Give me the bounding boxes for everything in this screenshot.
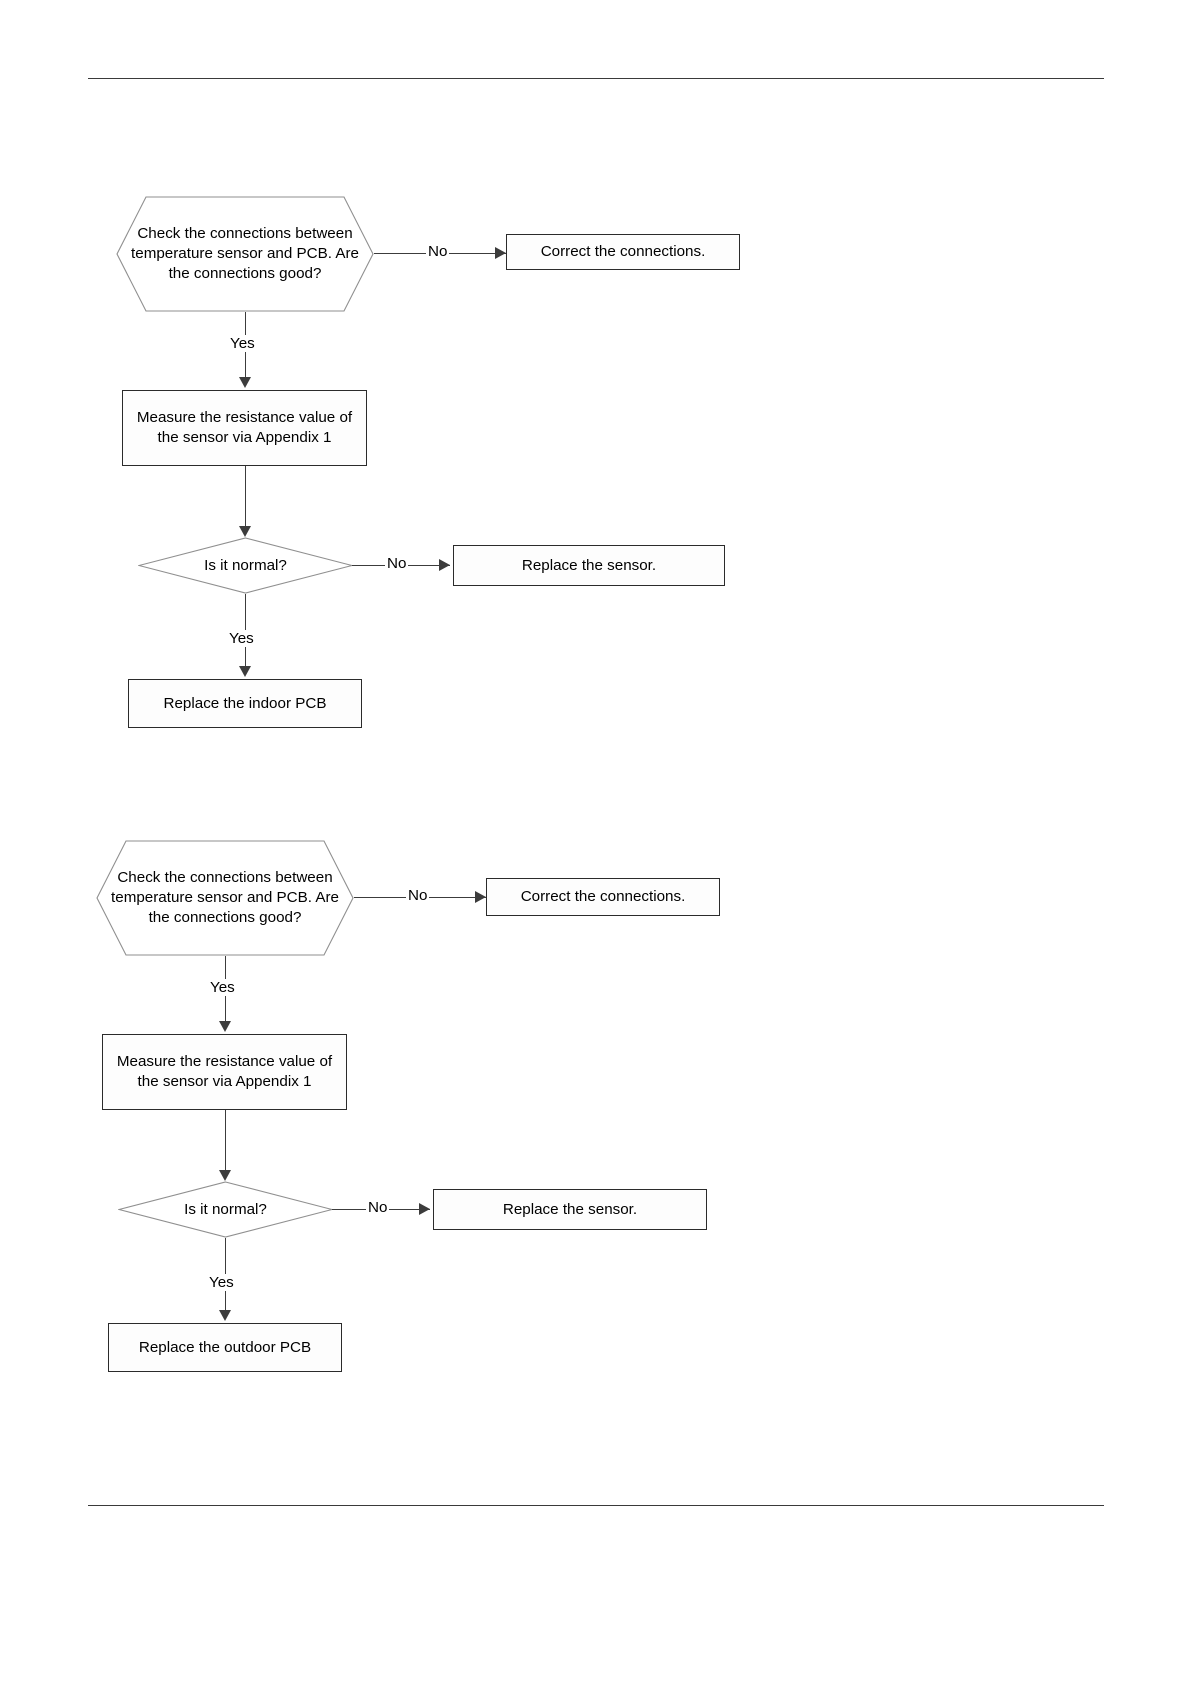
action-replace-indoor-pcb[interactable]: Replace the indoor PCB: [128, 679, 362, 728]
action-replace-sensor-outdoor-label: Replace the sensor.: [502, 1200, 638, 1218]
action-replace-sensor-outdoor[interactable]: Replace the sensor.: [433, 1189, 707, 1230]
action-correct-connections-indoor-label: Correct the connections.: [540, 243, 706, 261]
decision-check-connections-indoor[interactable]: Check the connections between temperatur…: [116, 196, 374, 312]
action-replace-outdoor-pcb[interactable]: Replace the outdoor PCB: [108, 1323, 342, 1372]
decision-check-connections-outdoor[interactable]: Check the connections between temperatur…: [96, 840, 354, 956]
decision-is-it-normal-indoor[interactable]: Is it normal?: [138, 537, 353, 594]
header-rule: [88, 78, 1104, 79]
decision-check-connections-indoor-label: Check the connections between temperatur…: [131, 225, 359, 282]
action-correct-connections-indoor[interactable]: Correct the connections.: [506, 234, 740, 270]
edge-normal-yes-arrow-outdoor: [218, 1310, 231, 1321]
diamond-shape: [138, 537, 353, 594]
edge-connections-yes-arrow-indoor: [238, 377, 251, 388]
edge-label-normal-no-indoor: No: [385, 555, 409, 572]
edge-label-connections-no-indoor: No: [426, 243, 450, 260]
edge-normal-yes-arrow-indoor: [238, 666, 251, 677]
edge-label-normal-yes-indoor: Yes: [227, 630, 256, 647]
edge-label-normal-no-outdoor: No: [366, 1199, 390, 1216]
edge-label-connections-yes-outdoor: Yes: [208, 979, 237, 996]
decision-is-it-normal-outdoor-label: Is it normal?: [184, 1200, 267, 1218]
edge-normal-no-arrow-indoor: [439, 558, 450, 571]
edge-connections-no-arrow-outdoor: [475, 890, 486, 903]
edge-label-normal-yes-outdoor: Yes: [207, 1274, 236, 1291]
action-replace-outdoor-pcb-label: Replace the outdoor PCB: [138, 1338, 312, 1356]
action-correct-connections-outdoor-label: Correct the connections.: [520, 888, 686, 906]
action-replace-indoor-pcb-label: Replace the indoor PCB: [163, 694, 327, 712]
footer-rule: [88, 1505, 1104, 1506]
hexagon-shape: [116, 196, 374, 312]
edge-measure-to-normal-arrow-indoor: [238, 526, 251, 537]
edge-connections-yes-arrow-outdoor: [218, 1021, 231, 1032]
decision-is-it-normal-indoor-label: Is it normal?: [204, 556, 287, 574]
edge-connections-no-arrow-indoor: [495, 246, 506, 259]
decision-check-connections-outdoor-label: Check the connections between temperatur…: [111, 869, 339, 926]
decision-is-it-normal-outdoor[interactable]: Is it normal?: [118, 1181, 333, 1238]
action-replace-sensor-indoor[interactable]: Replace the sensor.: [453, 545, 725, 586]
diamond-shape: [118, 1181, 333, 1238]
edge-measure-to-normal-line-outdoor: [225, 1110, 226, 1171]
process-measure-resistance-outdoor[interactable]: Measure the resistance value of the sens…: [102, 1034, 347, 1110]
action-correct-connections-outdoor[interactable]: Correct the connections.: [486, 878, 720, 916]
process-measure-resistance-indoor[interactable]: Measure the resistance value of the sens…: [122, 390, 367, 466]
edge-label-connections-yes-indoor: Yes: [228, 335, 257, 352]
hexagon-shape: [96, 840, 354, 956]
edge-normal-no-arrow-outdoor: [419, 1202, 430, 1215]
edge-measure-to-normal-arrow-outdoor: [218, 1170, 231, 1181]
edge-label-connections-no-outdoor: No: [406, 887, 430, 904]
process-measure-resistance-outdoor-label: Measure the resistance value of the sens…: [116, 1053, 333, 1090]
edge-measure-to-normal-line-indoor: [245, 466, 246, 527]
action-replace-sensor-indoor-label: Replace the sensor.: [521, 556, 657, 574]
process-measure-resistance-indoor-label: Measure the resistance value of the sens…: [136, 409, 353, 446]
